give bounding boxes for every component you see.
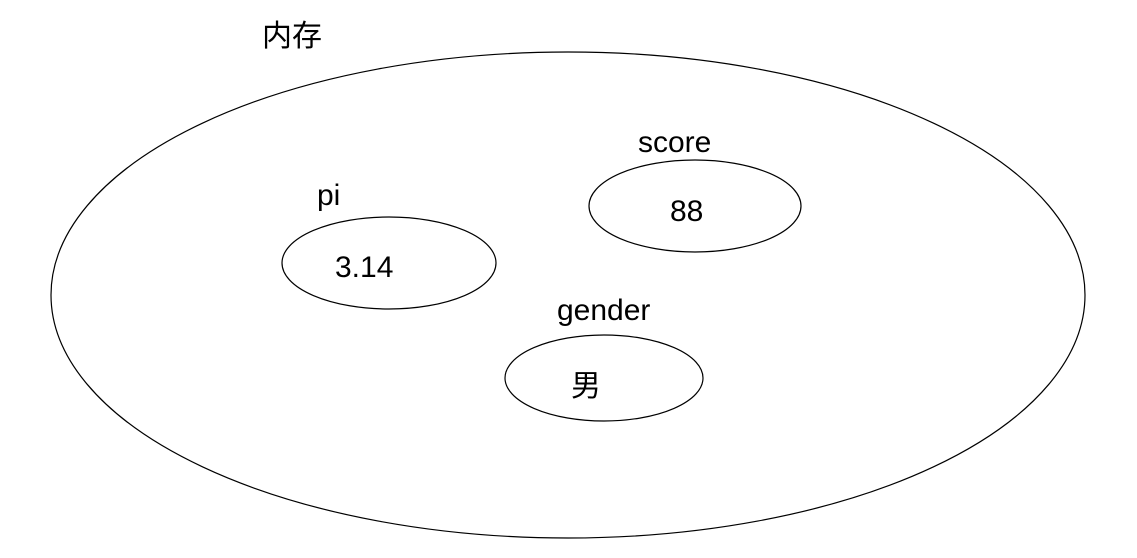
variable-name-score: score [638, 126, 712, 159]
gender-ellipse [504, 334, 704, 422]
memory-label: 内存 [262, 20, 322, 53]
variable-name-gender: gender [557, 294, 651, 327]
variable-value-gender: 男 [571, 370, 601, 403]
variable-value-pi: 3.14 [335, 251, 394, 284]
variable-name-pi: pi [317, 179, 341, 212]
memory-ellipse [50, 51, 1086, 539]
variable-value-score: 88 [670, 195, 704, 228]
pi-ellipse [281, 216, 497, 310]
score-ellipse [588, 159, 802, 253]
